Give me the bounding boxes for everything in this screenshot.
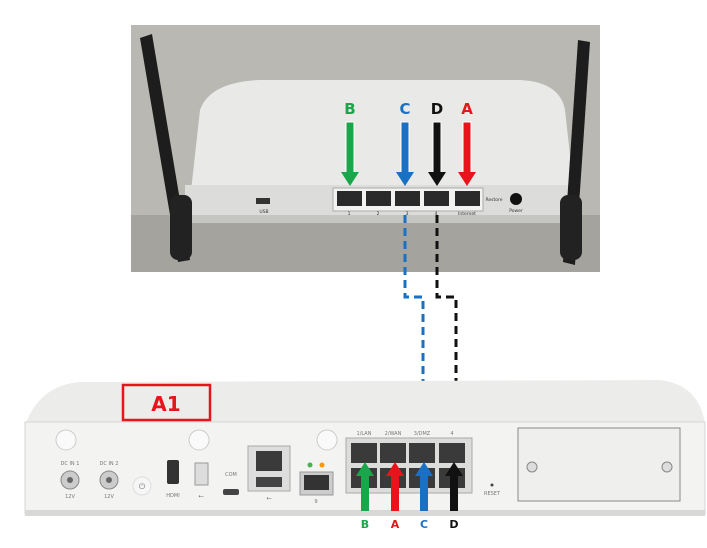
router-port-2 <box>366 191 391 206</box>
port-1-lan <box>351 443 377 463</box>
svg-text:⏻: ⏻ <box>139 482 146 491</box>
arrow-b-bottom: B <box>356 462 374 531</box>
router-port-internet <box>455 191 480 206</box>
usb-port-2 <box>256 477 282 487</box>
volt-2-label: 12V <box>104 494 114 500</box>
arrow-label-a: A <box>461 100 473 118</box>
cable-c-dashed <box>403 215 425 430</box>
usb-icon: ⭠ <box>266 494 272 502</box>
arrow-label-d-bottom: D <box>449 518 458 531</box>
port-2-wan <box>380 443 406 463</box>
cable-d-dashed <box>435 215 458 432</box>
router-photo: USB 1 2 3 4 Internet Restore Power <box>131 25 600 272</box>
com-label: COM <box>225 472 237 478</box>
arrow-label-b-bottom: B <box>361 518 369 531</box>
dc-in-2-label: DC IN 2 <box>100 461 119 467</box>
router-port-label: Internet <box>458 211 476 217</box>
port-4 <box>439 443 465 463</box>
router-port-4 <box>424 191 449 206</box>
router-port-label: 1 <box>348 211 351 217</box>
arrow-label-a-bottom: A <box>391 518 400 531</box>
arrow-b-top: B <box>341 100 359 186</box>
router-usb-label: USB <box>259 209 268 215</box>
router-arrows: B C D A <box>341 100 476 186</box>
router-port-label: 3 <box>406 211 409 217</box>
dc-in-1-label: DC IN 1 <box>61 461 80 467</box>
power-button <box>132 476 152 496</box>
arrow-c-bottom: C <box>415 462 433 531</box>
arrow-label-b: B <box>344 100 355 118</box>
arrow-label-c: C <box>399 100 410 118</box>
usb-icon: ⭠ <box>198 492 204 500</box>
port-label-3-dmz: 3/DMZ <box>414 431 431 437</box>
port-3-dmz <box>409 443 435 463</box>
hdmi-port <box>167 460 179 484</box>
usb-port <box>194 462 209 486</box>
hdmi-label: HDMI <box>166 493 179 499</box>
arrow-a-bottom: A <box>386 462 404 531</box>
router-port-1 <box>337 191 362 206</box>
port-label-4: 4 <box>450 431 453 437</box>
router-usb-port <box>256 198 270 204</box>
volt-1-label: 12V <box>65 494 75 500</box>
com-port <box>223 489 239 495</box>
router-port-3 <box>395 191 420 206</box>
router-power-jack <box>510 193 522 205</box>
router-restore-label: Restore <box>485 197 502 203</box>
port-9 <box>304 475 329 490</box>
router-port-label: 2 <box>377 211 380 217</box>
rj45-console-port <box>256 451 282 471</box>
reset-label: RESET <box>484 491 501 497</box>
router-port-label: 4 <box>435 211 438 217</box>
arrow-a-top: A <box>458 100 476 186</box>
arrow-d-top: D <box>428 100 446 186</box>
port-9-label: 9 <box>314 499 317 505</box>
arrow-label-d: D <box>431 100 443 118</box>
port-label-1-lan: 1/LAN <box>357 431 372 437</box>
a1-box <box>121 383 212 422</box>
arrow-d-bottom: D <box>445 462 463 531</box>
router-power-label: Power <box>509 208 523 214</box>
device-tag: A1 <box>151 392 180 416</box>
arrow-c-top: C <box>396 100 414 186</box>
arrow-label-c-bottom: C <box>420 518 428 531</box>
device-arrows: B A C D <box>356 462 463 531</box>
port-label-2-wan: 2/WAN <box>385 431 402 437</box>
